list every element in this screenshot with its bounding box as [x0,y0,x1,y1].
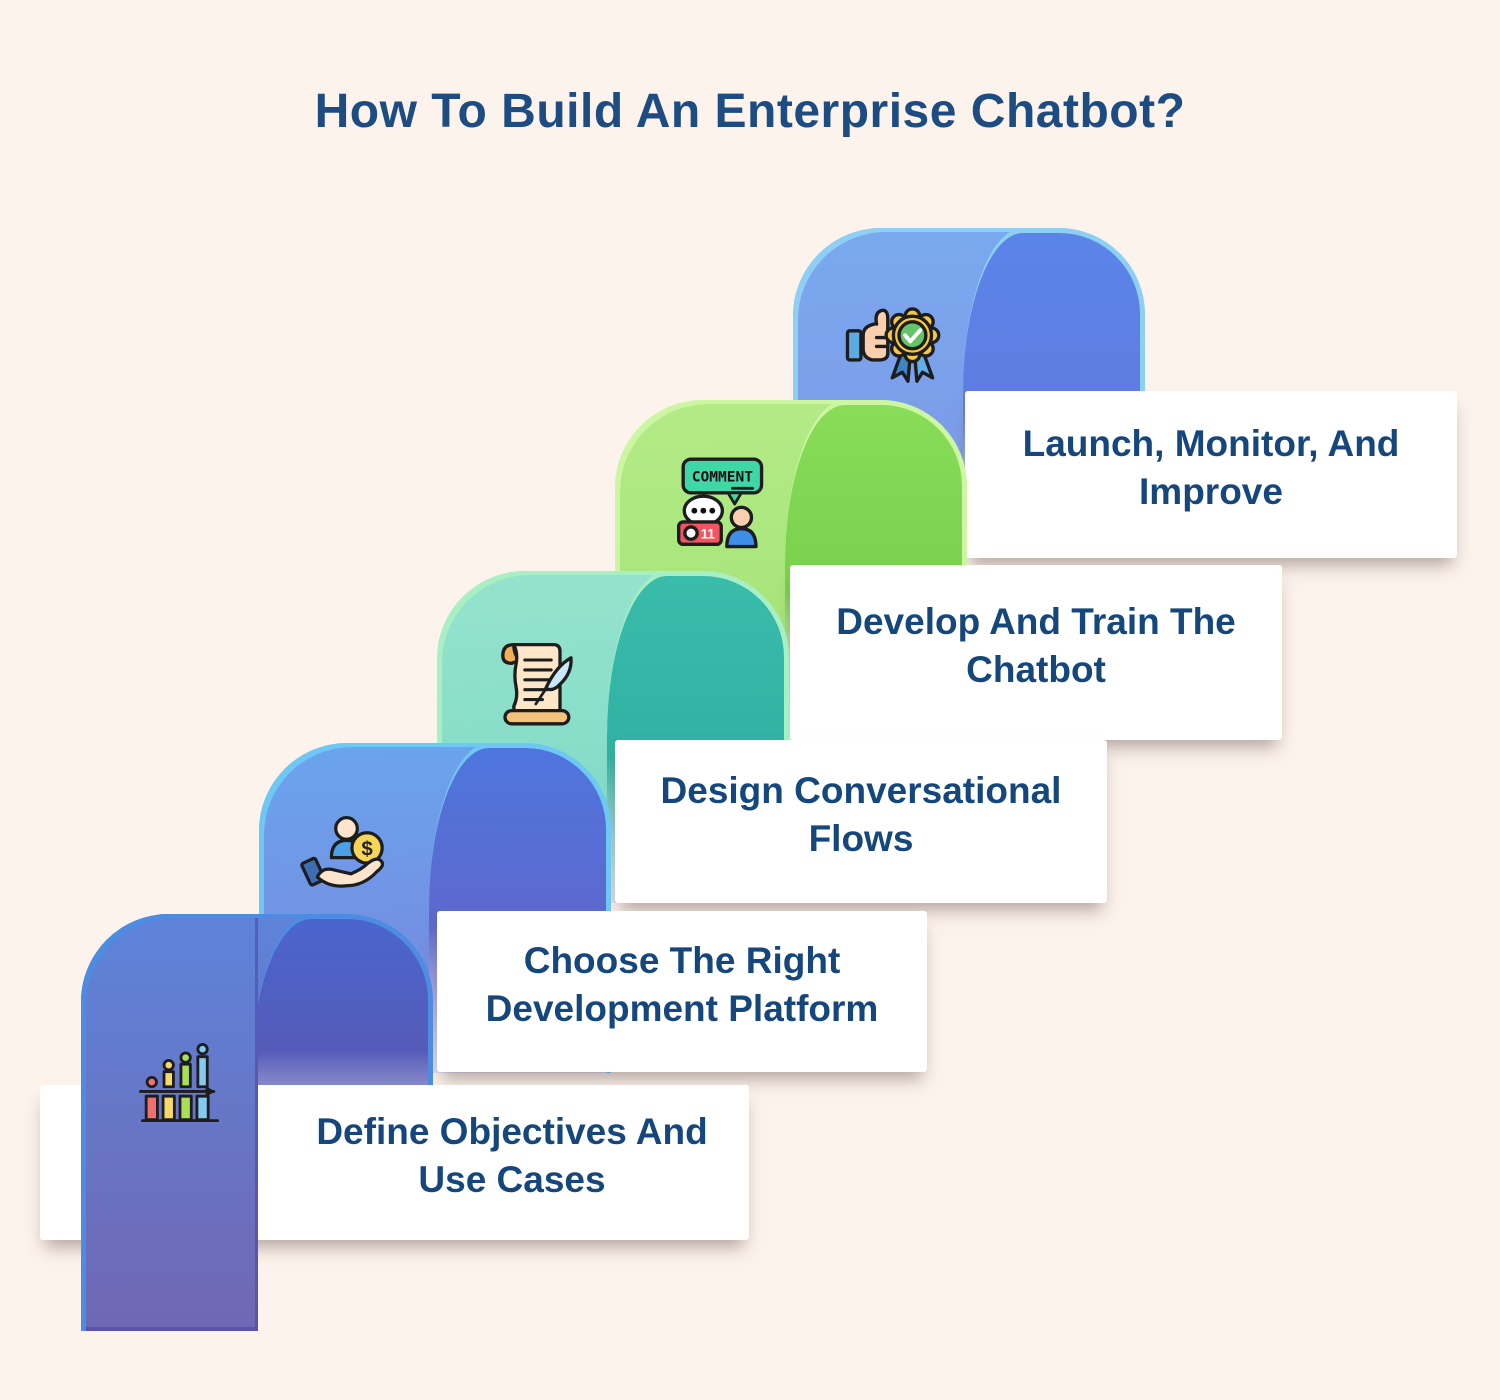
step-card-2-label: Choose The Right Development Platform [485,940,879,1029]
money-hand-icon: $ [299,795,407,903]
scroll-quill-icon [483,627,593,737]
step-card-3: Design Conversational Flows [615,740,1107,903]
svg-text:11: 11 [701,527,716,542]
step-card-3-label: Design Conversational Flows [660,770,1062,859]
svg-text:COMMENT: COMMENT [692,469,754,486]
step-card-4: Develop And Train The Chatbot [790,565,1282,740]
page-title: How To Build An Enterprise Chatbot? [314,85,1186,138]
step-card-5-label: Launch, Monitor, And Improve [1022,423,1400,512]
approval-badge-icon [843,286,955,398]
growth-chart-icon [133,1036,227,1130]
arch-step-1-column [81,914,258,1331]
step-card-1-label: Define Objectives And Use Cases [316,1111,708,1200]
svg-text:$: $ [361,837,373,860]
step-card-5: Launch, Monitor, And Improve [965,391,1457,558]
comment-feedback-icon: COMMENT 11 [663,448,775,560]
step-card-2: Choose The Right Development Platform [437,911,927,1072]
step-card-4-label: Develop And Train The Chatbot [836,601,1236,690]
